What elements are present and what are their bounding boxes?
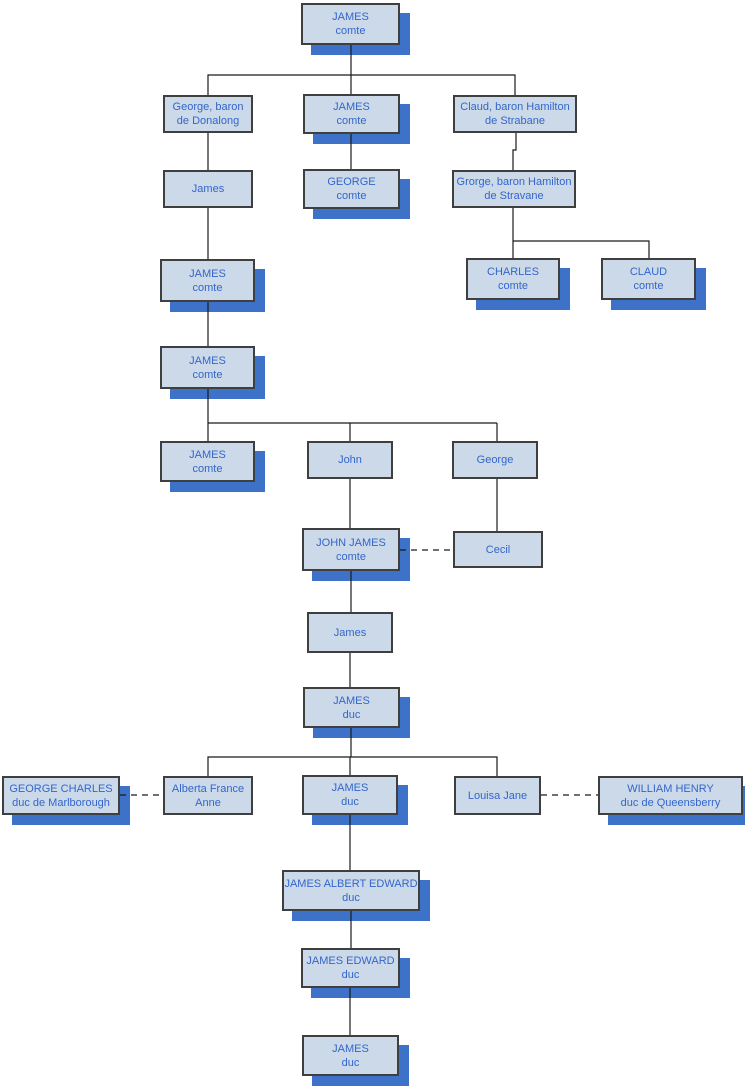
node-label: JAMES	[331, 782, 369, 794]
descent-connector	[207, 756, 498, 776]
node-label: Alberta France	[171, 782, 245, 795]
tree-node-george-comte[interactable]: GEORGE comte	[303, 169, 400, 209]
node-label: JAMES EDWARD	[306, 955, 395, 967]
node-label: JAMES	[333, 101, 370, 113]
descent-connector	[207, 74, 516, 95]
node-label: JOHN JAMES	[316, 536, 386, 549]
node-label: de Strabane	[485, 115, 545, 127]
node-label: duc	[342, 891, 360, 904]
tree-node-james-edward-duc[interactable]: JAMES EDWARD duc	[301, 948, 400, 988]
node-label: JAMES	[189, 267, 226, 280]
node-label: comte	[336, 115, 367, 127]
node-label: James	[333, 626, 367, 639]
node-label: John	[338, 454, 362, 466]
node-label: comte	[335, 25, 366, 37]
node-label: duc	[341, 1056, 360, 1069]
node-label: JAMES ALBERT EDWARD	[284, 877, 418, 890]
tree-node-george-plain[interactable]: George	[452, 441, 538, 479]
node-label: JAMES	[189, 448, 226, 461]
tree-node-charles-comte[interactable]: CHARLES comte	[466, 258, 560, 300]
descent-connector	[512, 133, 517, 170]
node-label: comte	[192, 281, 223, 294]
tree-node-james-comte-2[interactable]: JAMES comte	[303, 94, 400, 134]
node-label: George, baron	[172, 101, 244, 113]
node-label: duc	[341, 796, 359, 808]
node-label: Claud, baron Hamilton	[460, 101, 570, 113]
node-label: comte	[336, 190, 367, 202]
node-label: Louisa Jane	[467, 789, 528, 802]
node-label: JAMES	[332, 1042, 369, 1055]
node-label: JAMES	[189, 354, 226, 367]
tree-node-claud-baron-strabane[interactable]: Claud, baron Hamilton de Strabane	[453, 95, 577, 133]
node-label: duc	[342, 708, 361, 721]
node-label: comte	[192, 462, 223, 475]
node-label: CHARLES	[487, 266, 539, 278]
tree-node-james-plain-2[interactable]: James	[307, 612, 393, 653]
node-label: GEORGE	[327, 176, 376, 188]
descent-connector	[513, 240, 650, 258]
node-label: CLAUD	[629, 266, 668, 278]
tree-node-claud-comte[interactable]: CLAUD comte	[601, 258, 696, 300]
node-label: duc de Queensberry	[620, 796, 721, 809]
node-label: Anne	[195, 796, 221, 809]
tree-node-james-comte-1[interactable]: JAMES comte	[301, 3, 400, 45]
node-label: duc de Marlborough	[12, 796, 110, 809]
node-label: de Stravane	[484, 190, 544, 202]
node-label: comte	[498, 280, 528, 292]
tree-node-grorge-baron-stravane[interactable]: Grorge, baron Hamilton de Stravane	[452, 170, 576, 208]
node-label: comte	[336, 550, 366, 563]
tree-node-james-duc-2[interactable]: JAMES duc	[302, 775, 398, 815]
node-label: duc	[341, 969, 360, 981]
tree-node-james-plain-1[interactable]: James	[163, 170, 253, 208]
node-label: Grorge, baron Hamilton	[456, 176, 572, 188]
node-label: comte	[192, 368, 223, 381]
node-label: comte	[633, 280, 664, 292]
tree-node-louisa-jane[interactable]: Louisa Jane	[454, 776, 541, 815]
node-label: JAMES	[332, 11, 369, 23]
node-label: James	[191, 183, 225, 195]
node-label: WILLIAM HENRY	[627, 782, 714, 795]
tree-node-cecil-plain[interactable]: Cecil	[453, 531, 543, 568]
tree-node-george-baron-donalong[interactable]: George, baron de Donalong	[163, 95, 253, 133]
node-label: Cecil	[485, 543, 511, 556]
node-label: GEORGE CHARLES	[9, 782, 113, 795]
node-label: de Donalong	[176, 115, 240, 127]
tree-node-john-plain[interactable]: John	[307, 441, 393, 479]
node-label: George	[476, 454, 514, 466]
node-label: JAMES	[333, 694, 370, 707]
